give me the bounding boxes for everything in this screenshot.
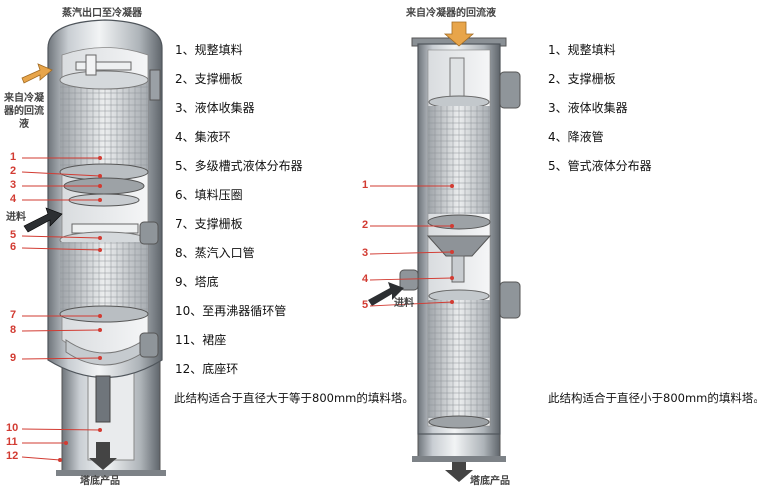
left-caption-bottom: 塔底产品 [80, 476, 120, 487]
left-legend-item: 10、至再沸器循环管 [175, 304, 287, 318]
left-legend-item: 3、液体收集器 [175, 101, 255, 115]
left-callout-11: 11 [6, 436, 18, 448]
left-callout-4: 4 [10, 193, 17, 205]
right-note: 此结构适合于直径小于800mm的填料塔。 [548, 391, 757, 405]
right-legend-item: 4、降液管 [548, 130, 604, 144]
left-legend-item: 9、塔底 [175, 275, 219, 289]
right-legend-item: 1、规整填料 [548, 43, 616, 57]
left-callout-12: 12 [6, 450, 19, 462]
right-tower [368, 21, 521, 482]
left-callout-1: 1 [10, 151, 17, 163]
left-base-ring [56, 470, 166, 476]
right-reflux-arrow [443, 21, 475, 47]
right-feed-arrow [368, 282, 404, 306]
left-callout-9: 9 [10, 352, 17, 364]
left-nozzle-vapor-inlet [139, 332, 159, 358]
right-callout-1: 1 [362, 179, 369, 191]
left-feed-arrow [23, 207, 63, 233]
left-legend-item: 8、蒸汽入口管 [175, 246, 255, 260]
right-caption-top: 来自冷凝器的回流液 [406, 8, 496, 19]
left-callout-8: 8 [10, 324, 17, 336]
left-legend-item: 6、填料压圈 [175, 188, 243, 202]
left-bottom-arrow [89, 442, 117, 470]
right-legend: 1、规整填料 2、支撑栅板 3、液体收集器 4、降液管 5、管式液体分布器 [548, 36, 652, 181]
right-legend-item: 2、支撑栅板 [548, 72, 616, 86]
left-callout-5: 5 [10, 229, 17, 241]
left-reflux-arrow [21, 63, 53, 84]
left-caption-feed: 进料 [6, 212, 26, 223]
left-note: 此结构适合于直径大于等于800mm的填料塔。 [174, 391, 414, 405]
right-legend-item: 3、液体收集器 [548, 101, 628, 115]
left-legend-item: 5、多级槽式液体分布器 [175, 159, 303, 173]
right-callout-2: 2 [362, 219, 369, 231]
left-legend-item: 7、支撑栅板 [175, 217, 243, 231]
right-caption-feed: 进料 [394, 298, 414, 309]
left-tower [21, 19, 166, 476]
right-callout-4: 4 [362, 273, 369, 285]
right-bottom-arrow [445, 462, 473, 482]
left-legend-item: 1、规整填料 [175, 43, 243, 57]
left-caption-reflux: 来自冷凝器的回流液 [4, 93, 44, 130]
left-callout-3: 3 [10, 179, 17, 191]
right-callout-3: 3 [362, 247, 369, 259]
right-caption-bottom: 塔底产品 [470, 476, 510, 487]
right-callout-5: 5 [362, 299, 369, 311]
left-legend-item: 2、支撑栅板 [175, 72, 243, 86]
left-legend: 1、规整填料 2、支撑栅板 3、液体收集器 4、集液环 5、多级槽式液体分布器 … [175, 36, 303, 384]
left-callout-10: 10 [6, 422, 19, 434]
left-callout-lines [21, 157, 101, 461]
left-legend-item: 4、集液环 [175, 130, 231, 144]
right-legend-item: 5、管式液体分布器 [548, 159, 652, 173]
left-caption-top: 蒸汽出口至冷凝器 [62, 8, 142, 19]
left-callout-2: 2 [10, 165, 17, 177]
left-callout-7: 7 [10, 309, 17, 321]
left-nozzle-feed [139, 221, 159, 245]
right-base-ring [412, 456, 506, 462]
left-legend-item: 11、裙座 [175, 333, 227, 347]
left-legend-item: 12、底座环 [175, 362, 239, 376]
left-callout-6: 6 [10, 241, 17, 253]
